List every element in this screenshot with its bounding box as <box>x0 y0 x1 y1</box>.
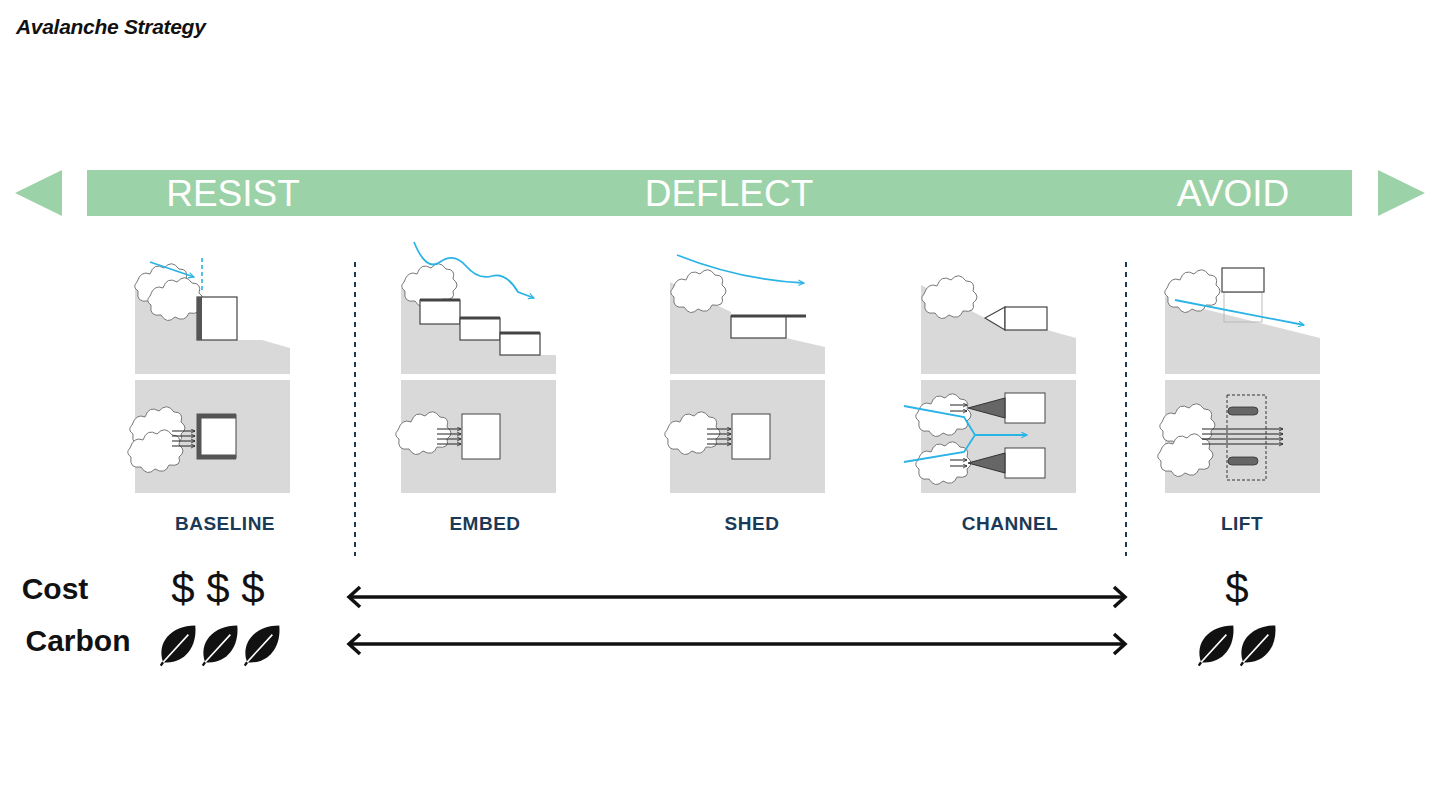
shed-section <box>665 255 825 493</box>
row-label: Cost <box>22 574 89 604</box>
strategy-name: CHANNEL <box>962 514 1058 533</box>
range-arrow <box>349 587 1125 654</box>
leaf-icon <box>161 625 1276 665</box>
band-label: DEFLECT <box>645 175 814 212</box>
row-label: Carbon <box>26 626 131 656</box>
channel-section <box>904 276 1076 493</box>
baseline-section <box>128 258 290 493</box>
cost-rating: $ <box>1225 568 1248 610</box>
band-label: AVOID <box>1177 175 1289 212</box>
strategy-name: EMBED <box>449 514 520 533</box>
band-label: RESIST <box>166 175 300 212</box>
band-arrow-left <box>15 170 62 216</box>
divider <box>354 262 356 556</box>
strategy-name: BASELINE <box>175 514 275 533</box>
lift-section <box>1158 268 1320 493</box>
strategy-name: SHED <box>725 514 780 533</box>
embed-section <box>396 242 556 493</box>
strategy-band: RESIST DEFLECT AVOID <box>87 170 1352 216</box>
cost-rating: $ $ $ <box>171 568 264 610</box>
divider <box>1125 262 1127 556</box>
strategy-name: LIFT <box>1221 514 1263 533</box>
title: Avalanche Strategy <box>16 15 206 39</box>
band-arrow-right <box>1378 170 1425 216</box>
